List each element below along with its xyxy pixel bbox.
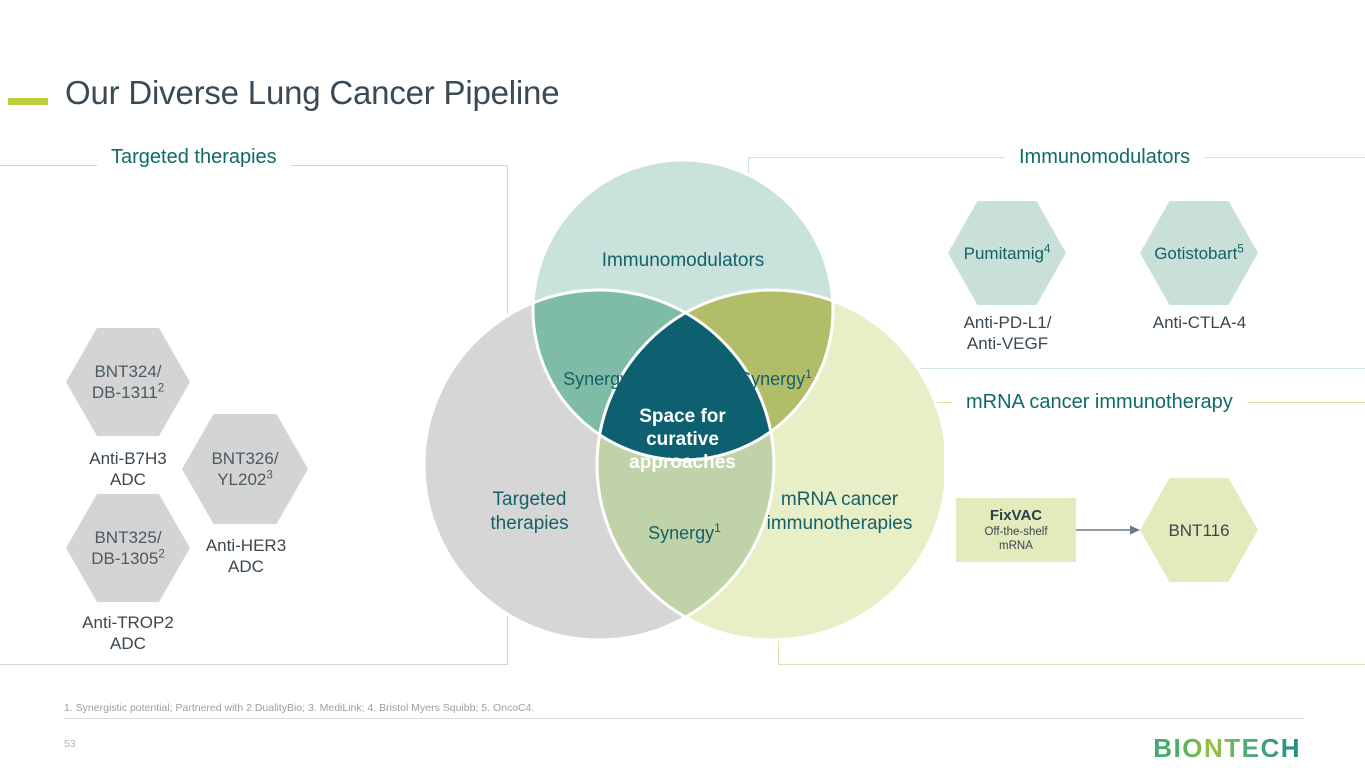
bnt324-line1: BNT324/ [94, 362, 162, 381]
bnt324-caption-line2: ADC [110, 470, 146, 489]
venn-center-intersection [597, 290, 774, 460]
page-number: 53 [64, 738, 76, 750]
bnt116-label: BNT116 [1168, 520, 1230, 540]
fixvac-subtitle-line2: mRNA [999, 540, 1033, 552]
pumitamig-label: Pumitamig [963, 243, 1044, 263]
bnt326-caption-line1: Anti-HER3 [205, 536, 287, 555]
caption-bnt324: Anti-B7H3 ADC [58, 448, 198, 490]
bnt324-caption-line1: Anti-B7H3 [89, 449, 167, 468]
page-title: Our Diverse Lung Cancer Pipeline [65, 74, 560, 111]
panel-legend-targeted-therapies: Targeted therapies [97, 147, 291, 167]
bnt326-line2: YL202 [217, 470, 267, 489]
footer-divider [64, 718, 1304, 719]
pumitamig-caption-line1: Anti-PD-L1/ [963, 313, 1052, 332]
gotistobart-label: Gotistobart [1154, 243, 1238, 263]
bnt324-superscript: 2 [157, 382, 165, 395]
gotistobart-superscript: 5 [1237, 242, 1244, 255]
biontech-logo: BIONTECH [1153, 733, 1301, 763]
pumitamig-caption-line2: Anti-VEGF [966, 334, 1049, 353]
bnt325-line2: DB-1305 [91, 549, 159, 568]
panel-legend-immunomodulators: Immunomodulators [1005, 147, 1205, 167]
venn-outline-targeted [424, 288, 776, 642]
bnt326-caption-line2: ADC [228, 557, 264, 576]
hexagon-bnt326-text: BNT326/ YL2023 [211, 448, 278, 490]
caption-bnt326: Anti-HER3 ADC [176, 535, 316, 577]
hexagon-gotistobart-text: Gotistobart5 [1154, 243, 1244, 264]
fixvac-subtitle: Off-the-shelf mRNA [984, 525, 1047, 553]
venn-diagram [424, 160, 944, 665]
hexagon-pumitamig-text: Pumitamig4 [964, 243, 1051, 264]
bnt324-line2: DB-1311 [91, 383, 158, 402]
bnt326-line1: BNT326/ [211, 449, 279, 468]
title-accent-dash [8, 98, 48, 105]
fixvac-title: FixVAC [989, 507, 1043, 524]
hexagon-bnt324-text: BNT324/ DB-13112 [92, 361, 164, 403]
bnt326-superscript: 3 [266, 469, 273, 482]
panel-legend-mrna-cancer-immunotherapy: mRNA cancer immunotherapy [952, 392, 1247, 412]
footnote: 1. Synergistic potential; Partnered with… [64, 702, 535, 714]
hexagon-bnt326[interactable]: BNT326/ YL2023 [182, 414, 308, 524]
venn-outline-immunomodulators [531, 160, 835, 462]
fixvac-platform-box[interactable]: FixVAC Off-the-shelf mRNA [956, 498, 1076, 562]
bnt325-line1: BNT325/ [94, 528, 162, 547]
bnt325-caption-line1: Anti-TROP2 [82, 613, 174, 632]
caption-bnt325: Anti-TROP2 ADC [50, 612, 206, 654]
fixvac-subtitle-line1: Off-the-shelf [984, 526, 1048, 538]
arrow-icon [1076, 525, 1140, 535]
bnt325-caption-line2: ADC [110, 634, 146, 653]
venn-outline-mrna [595, 288, 944, 642]
bnt325-superscript: 2 [158, 548, 165, 561]
caption-gotistobart: Anti-CTLA-4 [1152, 313, 1247, 332]
pumitamig-superscript: 4 [1043, 242, 1051, 255]
hexagon-bnt325-text: BNT325/ DB-13052 [91, 527, 165, 569]
caption-pumitamig: Anti-PD-L1/ Anti-VEGF [940, 312, 1075, 354]
